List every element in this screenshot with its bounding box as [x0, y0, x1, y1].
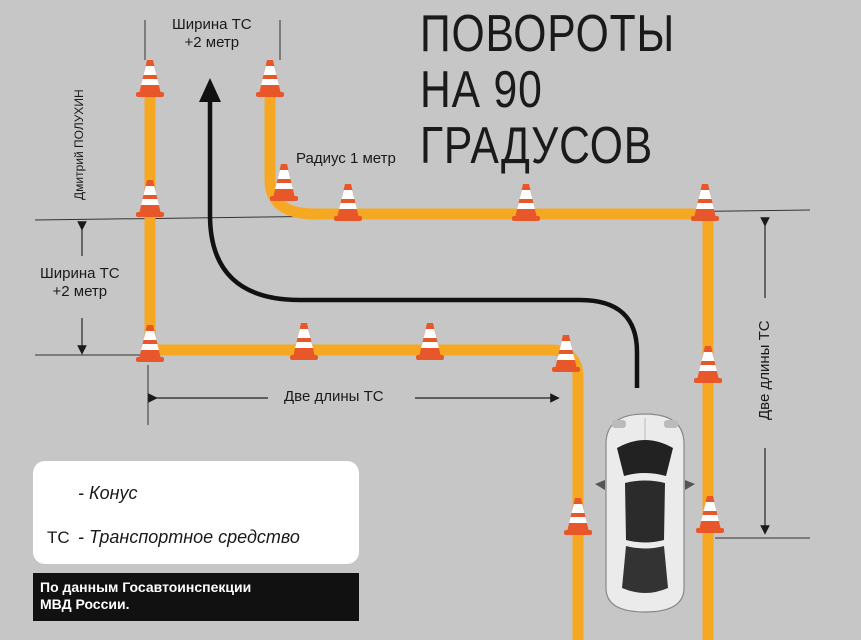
- two-lengths-label: Две длины ТС: [284, 388, 384, 405]
- left-width-label-line-2: +2 метр: [52, 283, 108, 300]
- dimension-arrows: [77, 217, 770, 535]
- legend-vehicle-abbr: ТС: [47, 528, 70, 547]
- cone-icon: [691, 184, 719, 221]
- left-width-label-line-1: Ширина ТС: [40, 265, 120, 282]
- cone-icon: [334, 184, 362, 221]
- cone-icon: [694, 346, 722, 383]
- legend-cone-text: - Конус: [78, 483, 138, 503]
- author-credit: Дмитрий ПОЛУХИН: [72, 89, 86, 200]
- vehicle-path-arrow: [199, 78, 640, 388]
- left-width-label: Ширина ТС +2 метр: [40, 265, 120, 301]
- top-width-label-line-1: Ширина ТС: [172, 16, 252, 33]
- cone-icon: [696, 496, 724, 533]
- cone-icon: [136, 180, 164, 217]
- source-line-1: По данным Госавтоинспекции: [40, 579, 252, 595]
- legend-vehicle-text: - Транспортное средство: [78, 527, 300, 547]
- source-line-2: МВД России.: [40, 596, 130, 612]
- cone-icon: [290, 323, 318, 360]
- title-line-1: ПОВОРОТЫ: [420, 5, 676, 63]
- car-icon: [595, 413, 695, 613]
- top-width-label-line-2: +2 метр: [184, 34, 240, 51]
- source-note: По данным Госавтоинспекции МВД России.: [33, 573, 359, 621]
- cone-icon: [416, 323, 444, 360]
- cone-icon: [136, 60, 164, 97]
- title-line-2: НА 90 ГРАДУСОВ: [420, 61, 654, 175]
- two-lengths-vertical-label: Две длины ТС: [756, 320, 773, 420]
- cone-icon: [564, 498, 592, 535]
- cone-icon: [256, 60, 284, 97]
- cone-icon: [512, 184, 540, 221]
- track-right: [264, 72, 714, 640]
- radius-label: Радиус 1 метр: [296, 150, 396, 167]
- legend: - Конус ТС - Транспортное средство: [33, 461, 359, 564]
- top-width-label: Ширина ТС +2 метр: [172, 16, 252, 52]
- page-title: ПОВОРОТЫ НА 90 ГРАДУСОВ: [420, 6, 782, 174]
- cone-icon: [136, 325, 164, 362]
